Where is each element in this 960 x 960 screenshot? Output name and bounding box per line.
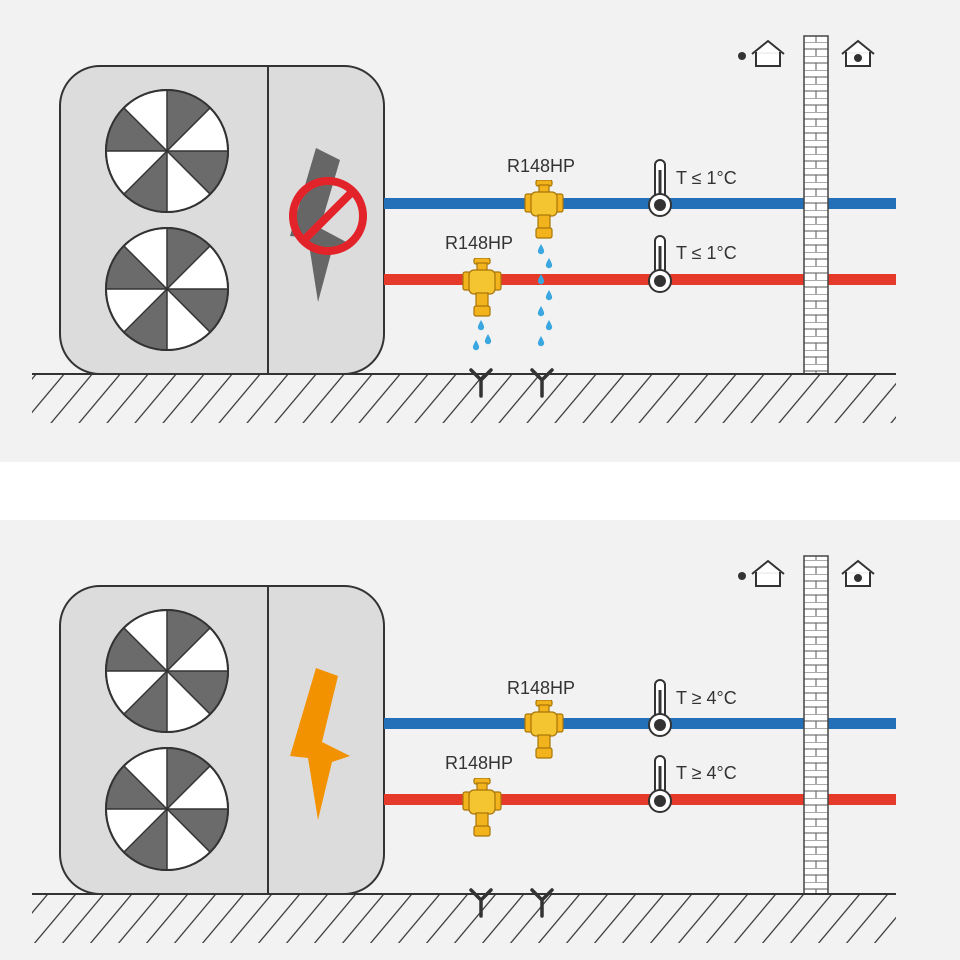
fan-icon (104, 88, 230, 214)
ground-hatching (32, 375, 896, 423)
lightning-bolt-icon (290, 668, 350, 820)
supply-pipe (384, 718, 896, 729)
no-power-icon (289, 177, 367, 255)
return-pipe (384, 274, 896, 285)
panel-power-on: R148HP R148HP T ≥ 4°C T ≥ 4°C (0, 520, 960, 960)
valve-label: R148HP (445, 233, 513, 253)
valve-label: R148HP (507, 156, 575, 176)
temperature-label: T ≤ 1°C (676, 243, 737, 263)
valve-label: R148HP (507, 678, 575, 698)
temperature-label: T ≥ 4°C (676, 763, 737, 783)
heat-pump-unit (59, 65, 385, 375)
heat-pump-unit (59, 585, 385, 895)
fan-icon (104, 746, 230, 872)
supply-pipe (384, 198, 896, 209)
panel-power-off: R148HP R148HP T ≤ 1°C T ≤ 1°C (0, 0, 960, 462)
wall (803, 555, 829, 895)
wall (803, 35, 829, 375)
ground-hatching (32, 895, 896, 943)
valve-label: R148HP (445, 753, 513, 773)
fan-icon (104, 226, 230, 352)
return-pipe (384, 794, 896, 805)
temperature-label: T ≤ 1°C (676, 168, 737, 188)
temperature-label: T ≥ 4°C (676, 688, 737, 708)
fan-icon (104, 608, 230, 734)
